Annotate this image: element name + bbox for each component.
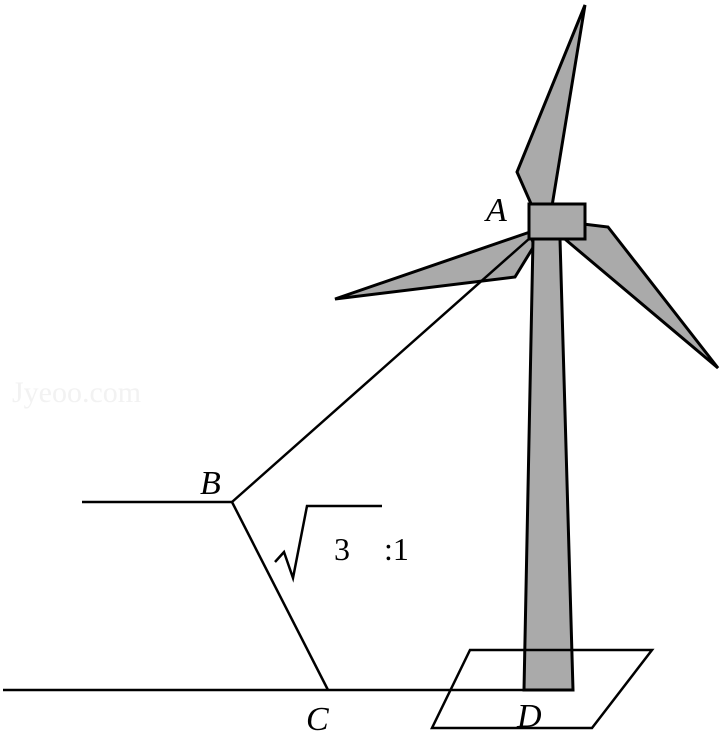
turbine-top-blade [515, 4, 587, 208]
label-d: D [516, 698, 542, 735]
slope-bc [230, 501, 330, 691]
label-a: A [484, 192, 507, 229]
slope-radicand: 3 [334, 531, 350, 567]
turbine-left-blade [334, 230, 536, 301]
turbine-tower [522, 237, 575, 692]
turbine-right-blade [563, 222, 720, 370]
line-ab [231, 237, 531, 503]
watermark: Jyeoo.com [12, 376, 141, 409]
slope-ratio: :1 [384, 531, 409, 567]
turbine-hub [527, 202, 587, 241]
label-c: C [306, 701, 329, 735]
label-b: B [200, 465, 221, 502]
sqrt-sign [274, 504, 382, 583]
tower-base [430, 648, 655, 730]
